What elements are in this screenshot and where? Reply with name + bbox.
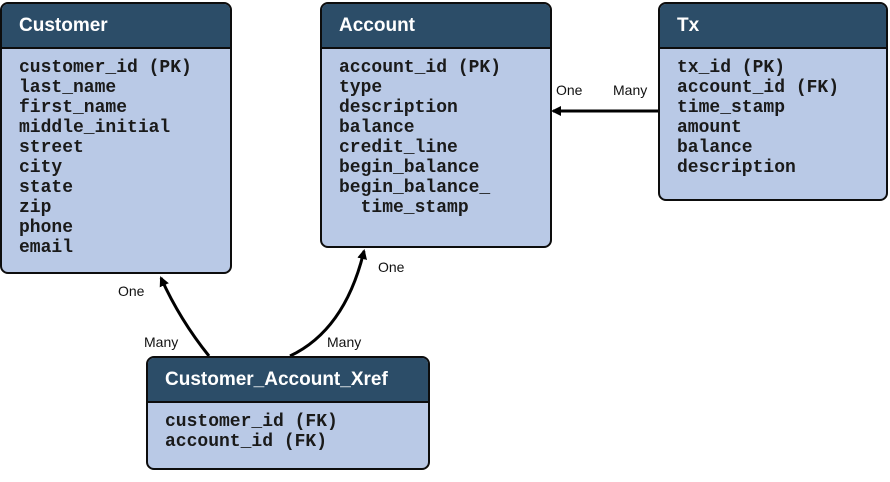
account-field: begin_balance xyxy=(339,158,480,178)
xref-entity-title: Customer_Account_Xref xyxy=(148,358,428,403)
account-entity-title: Account xyxy=(322,4,550,49)
account-field: account_id (PK) xyxy=(339,58,502,78)
tx-field: account_id (FK) xyxy=(677,78,840,98)
customer-entity-title: Customer xyxy=(2,4,230,49)
tx-entity: Tx tx_id (PK) account_id (FK) time_stamp… xyxy=(658,2,888,201)
account-field: type xyxy=(339,78,383,98)
customer-field-list: customer_id (PK) last_name first_name mi… xyxy=(2,49,230,258)
tx-field: balance xyxy=(677,138,753,158)
customer-field: phone xyxy=(19,218,74,238)
account-field: begin_balance_ xyxy=(339,178,491,198)
tx-field: time_stamp xyxy=(677,98,786,118)
tx-account-many-label: Many xyxy=(613,82,648,98)
customer-field: last_name xyxy=(19,78,117,98)
xref-to-customer-connector xyxy=(159,276,211,357)
customer-field: state xyxy=(19,178,74,198)
account-field: description xyxy=(339,98,458,118)
tx-field: amount xyxy=(677,118,742,138)
customer-field: zip xyxy=(19,198,52,218)
account-field-list: account_id (PK) type description balance… xyxy=(322,49,550,218)
tx-field-list: tx_id (PK) account_id (FK) time_stamp am… xyxy=(660,49,886,178)
customer-field: email xyxy=(19,238,74,258)
xref-customer-many-label: Many xyxy=(144,334,179,350)
account-field: time_stamp xyxy=(339,198,469,218)
tx-field: tx_id (PK) xyxy=(677,58,786,78)
customer-field: street xyxy=(19,138,84,158)
xref-account-many-label: Many xyxy=(327,334,362,350)
tx-entity-title: Tx xyxy=(660,4,886,49)
xref-field: customer_id (FK) xyxy=(165,412,338,432)
customer-field: customer_id (PK) xyxy=(19,58,192,78)
account-entity: Account account_id (PK) type description… xyxy=(320,2,552,248)
xref-entity: Customer_Account_Xref customer_id (FK) a… xyxy=(146,356,430,470)
tx-field: description xyxy=(677,158,796,178)
account-field: credit_line xyxy=(339,138,458,158)
customer-field: first_name xyxy=(19,98,128,118)
customer-entity: Customer customer_id (PK) last_name firs… xyxy=(0,2,232,274)
xref-field: account_id (FK) xyxy=(165,432,328,452)
account-field: balance xyxy=(339,118,415,138)
xref-customer-one-label: One xyxy=(118,283,145,299)
customer-field: middle_initial xyxy=(19,118,171,138)
xref-to-account-connector xyxy=(289,249,367,358)
xref-field-list: customer_id (FK) account_id (FK) xyxy=(148,403,428,452)
customer-field: city xyxy=(19,158,63,178)
tx-account-one-label: One xyxy=(556,82,583,98)
xref-account-one-label: One xyxy=(378,259,405,275)
